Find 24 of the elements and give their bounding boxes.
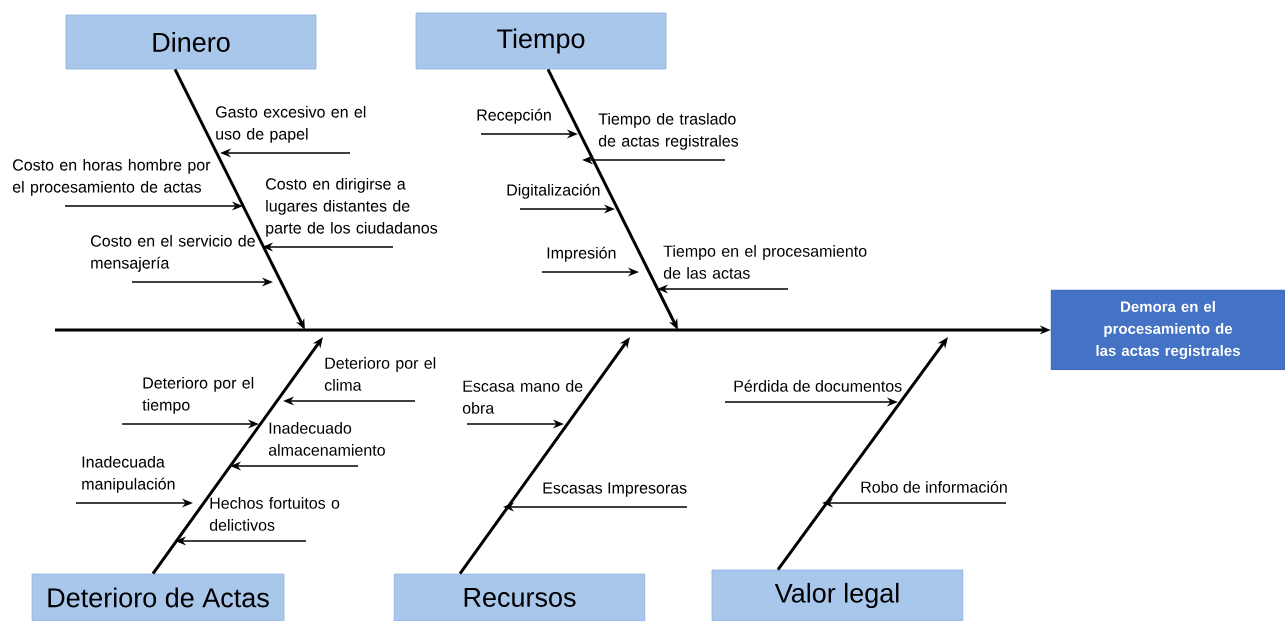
- cause-label: Tiempo de traslado de actas registrales: [598, 112, 739, 150]
- cause-label: Inadecuado almacenamiento: [268, 422, 385, 456]
- cause-label: Robo de información: [861, 480, 1007, 493]
- cause-label: Inadecuada manipulación: [82, 455, 175, 493]
- category-box: Tiempo: [415, 12, 667, 70]
- cause-label: Hechos fortuitos o delictivos: [209, 497, 340, 531]
- cause-label: Deterioro por el clima: [324, 357, 436, 391]
- cause-label: Costo en horas hombre por el procesamiento de actas: [12, 158, 211, 196]
- category-box: Valor legal: [711, 569, 964, 621]
- cause-label: Costo en dirigirse a lugares distantes de parte de los ciudadanos: [266, 177, 438, 237]
- cause-label: Escasas Impresoras: [543, 482, 687, 497]
- cause-label: Digitalización: [507, 183, 600, 199]
- cause-label: Costo en el servicio de mensajería: [91, 234, 255, 272]
- cause-label: Escasa mano de obra: [462, 380, 583, 414]
- cause-label: Pérdida de documentos: [734, 379, 902, 392]
- category-box: Deterioro de Actas: [31, 573, 285, 621]
- cause-label: Tiempo en el procesamiento de las actas: [663, 245, 867, 279]
- cause-label: Impresión: [547, 246, 616, 262]
- cause-label: Recepción: [477, 108, 551, 124]
- effect-box: Demora en el procesamiento de las actas registrales: [1050, 289, 1285, 371]
- cause-label: Gasto excesivo en el uso de papel: [216, 105, 366, 143]
- category-box: Dinero: [65, 14, 317, 70]
- cause-label: Deterioro por el tiempo: [142, 376, 254, 414]
- category-box: Recursos: [393, 573, 646, 621]
